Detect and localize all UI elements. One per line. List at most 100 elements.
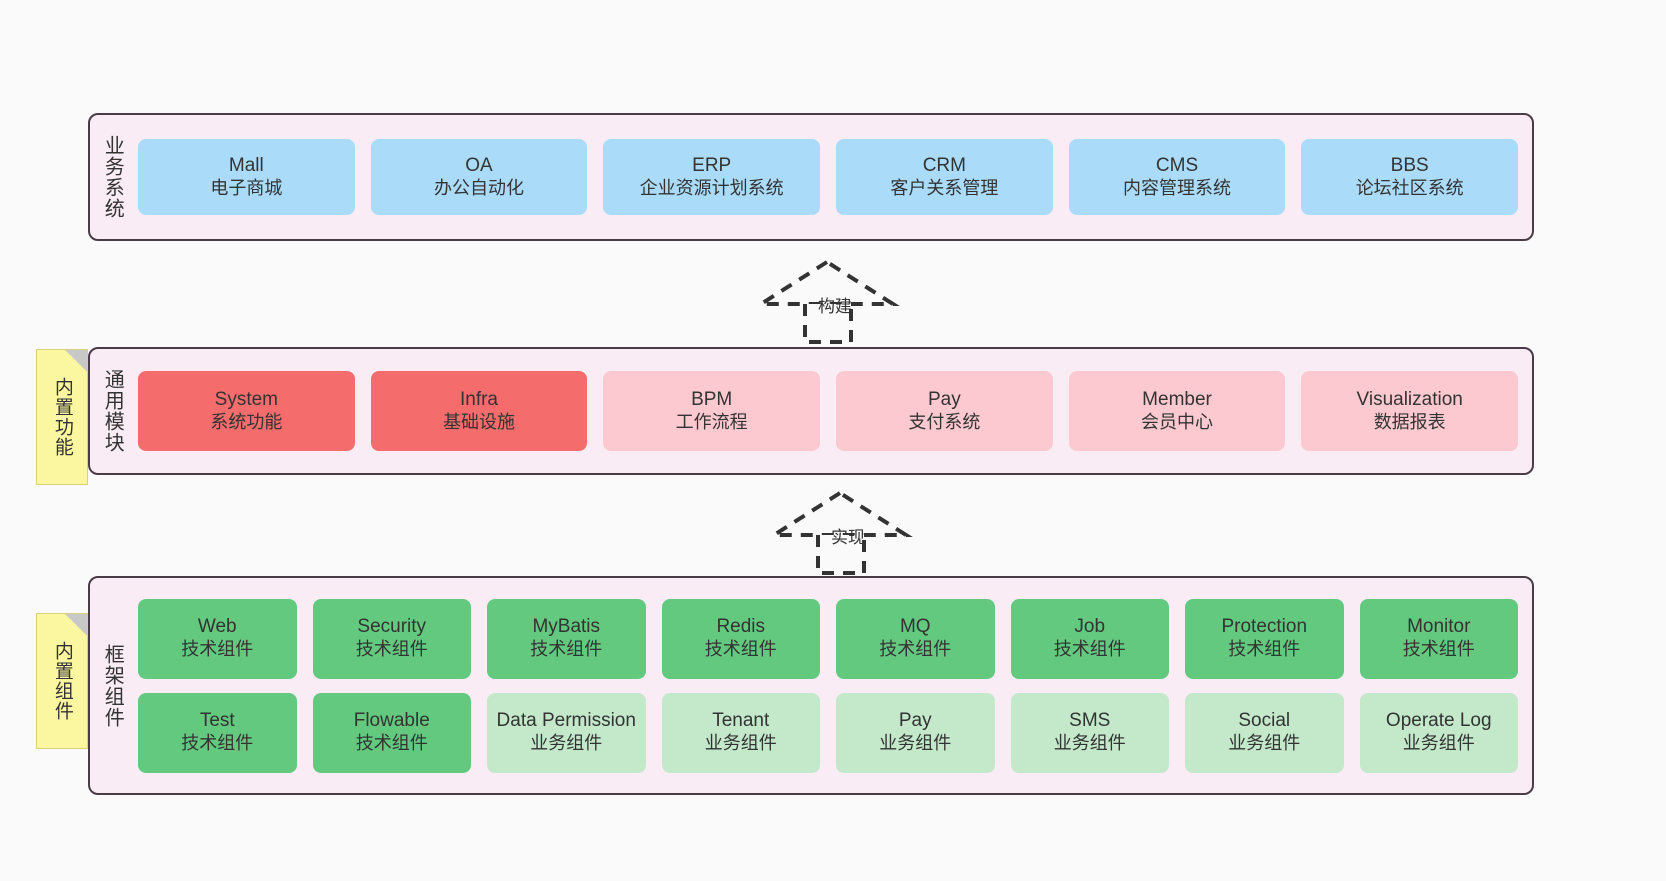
- arrow-implement-glyph: [767, 490, 913, 575]
- box-title: Data Permission: [496, 710, 636, 732]
- box-subtitle: 技术组件: [355, 639, 428, 660]
- box-subtitle: 客户关系管理: [890, 177, 999, 198]
- box-subtitle: 业务组件: [704, 733, 777, 754]
- box-title: Security: [357, 616, 427, 638]
- box-subtitle: 企业资源计划系统: [639, 177, 784, 198]
- box-title: OA: [465, 154, 493, 176]
- box-subtitle: 技术组件: [1228, 639, 1301, 660]
- box-title: Web: [197, 616, 237, 638]
- box-title: Tenant: [712, 710, 770, 732]
- box-title: Protection: [1221, 616, 1308, 638]
- box-flowable[interactable]: Flowable 技术组件: [312, 692, 471, 773]
- box-security[interactable]: Security 技术组件: [312, 598, 471, 679]
- box-subtitle: 工作流程: [675, 411, 748, 432]
- box-mall[interactable]: Mall 电子商城: [138, 139, 355, 215]
- box-subtitle: 内容管理系统: [1123, 177, 1232, 198]
- note-fold-corner-icon: [65, 350, 87, 372]
- layer-body-business-systems: Mall 电子商城 OA 办公自动化 ERP 企业资源计划系统 CRM 客户关系…: [134, 115, 1532, 239]
- box-title: Pay: [927, 388, 961, 410]
- box-title: System: [214, 388, 279, 410]
- box-title: Job: [1074, 616, 1106, 638]
- arrow-build-glyph: [754, 259, 900, 344]
- box-subtitle: 论坛社区系统: [1355, 177, 1464, 198]
- box-title: Test: [199, 710, 235, 732]
- box-title: MyBatis: [532, 616, 601, 638]
- layer-title-common-modules: 通用模块: [101, 369, 124, 453]
- note-builtin-components: 内置组件: [36, 613, 88, 749]
- arrow-implement-label: 实现: [831, 528, 865, 547]
- note-label: 内置功能: [51, 377, 73, 457]
- box-subtitle: 业务组件: [879, 733, 952, 754]
- box-sms[interactable]: SMS 业务组件: [1010, 692, 1169, 773]
- box-system[interactable]: System 系统功能: [138, 371, 355, 451]
- box-operate-log[interactable]: Operate Log 业务组件: [1359, 692, 1518, 773]
- box-title: Visualization: [1356, 388, 1463, 410]
- box-title: BBS: [1390, 154, 1429, 176]
- box-title: Monitor: [1407, 616, 1471, 638]
- box-title: Flowable: [353, 710, 430, 732]
- box-title: CRM: [922, 154, 966, 176]
- box-pay-business[interactable]: Pay 业务组件: [836, 692, 995, 773]
- box-title: Infra: [459, 388, 499, 410]
- box-subtitle: 技术组件: [530, 639, 603, 660]
- box-protection[interactable]: Protection 技术组件: [1185, 598, 1344, 679]
- box-subtitle: 技术组件: [704, 639, 777, 660]
- box-subtitle: 业务组件: [1402, 733, 1475, 754]
- box-subtitle: 系统功能: [210, 411, 283, 432]
- box-subtitle: 电子商城: [210, 177, 283, 198]
- box-test[interactable]: Test 技术组件: [138, 692, 297, 773]
- box-crm[interactable]: CRM 客户关系管理: [836, 139, 1053, 215]
- box-cms[interactable]: CMS 内容管理系统: [1068, 139, 1286, 215]
- box-subtitle: 业务组件: [1053, 733, 1126, 754]
- layer-title-business-systems: 业务系统: [101, 135, 124, 219]
- layer-row: Test 技术组件 Flowable 技术组件 Data Permission …: [138, 692, 1518, 773]
- box-subtitle: 技术组件: [1053, 639, 1126, 660]
- box-mybatis[interactable]: MyBatis 技术组件: [487, 598, 646, 679]
- note-fold-corner-icon: [65, 614, 87, 636]
- layer-common-modules: 通用模块 System 系统功能 Infra 基础设施 BPM 工作流程 Pay…: [88, 347, 1534, 475]
- box-subtitle: 技术组件: [181, 733, 254, 754]
- layer-body-common-modules: System 系统功能 Infra 基础设施 BPM 工作流程 Pay 支付系统…: [134, 349, 1532, 473]
- layer-row: Web 技术组件 Security 技术组件 MyBatis 技术组件 Redi…: [138, 598, 1518, 679]
- box-job[interactable]: Job 技术组件: [1010, 598, 1169, 679]
- box-monitor[interactable]: Monitor 技术组件: [1359, 598, 1518, 679]
- box-title: Mall: [228, 154, 264, 176]
- arrow-implement: 实现: [767, 487, 918, 575]
- box-oa[interactable]: OA 办公自动化: [370, 139, 588, 215]
- box-subtitle: 业务组件: [1228, 733, 1301, 754]
- box-tenant[interactable]: Tenant 业务组件: [661, 692, 820, 773]
- box-data-permission[interactable]: Data Permission 业务组件: [487, 692, 646, 773]
- box-subtitle: 数据报表: [1373, 411, 1446, 432]
- box-title: ERP: [692, 154, 732, 176]
- layer-row: System 系统功能 Infra 基础设施 BPM 工作流程 Pay 支付系统…: [138, 371, 1519, 451]
- box-subtitle: 会员中心: [1141, 411, 1214, 432]
- note-label: 内置组件: [51, 641, 73, 721]
- box-erp[interactable]: ERP 企业资源计划系统: [603, 139, 821, 215]
- box-mq[interactable]: MQ 技术组件: [836, 598, 995, 679]
- layer-title-framework-components: 框架组件: [101, 643, 124, 728]
- layer-row: Mall 电子商城 OA 办公自动化 ERP 企业资源计划系统 CRM 客户关系…: [138, 139, 1519, 215]
- layer-framework-components: 框架组件 Web 技术组件 Security 技术组件 MyBatis 技术组件…: [88, 576, 1534, 795]
- box-visualization[interactable]: Visualization 数据报表: [1301, 371, 1519, 451]
- box-web[interactable]: Web 技术组件: [138, 598, 297, 679]
- arrow-build: 构建: [754, 256, 905, 344]
- box-title: SMS: [1069, 710, 1111, 732]
- box-bbs[interactable]: BBS 论坛社区系统: [1301, 139, 1519, 215]
- box-member[interactable]: Member 会员中心: [1068, 371, 1286, 451]
- box-subtitle: 支付系统: [908, 411, 981, 432]
- box-bpm[interactable]: BPM 工作流程: [603, 371, 821, 451]
- box-subtitle: 技术组件: [181, 639, 254, 660]
- box-pay[interactable]: Pay 支付系统: [836, 371, 1053, 451]
- box-infra[interactable]: Infra 基础设施: [370, 371, 588, 451]
- box-subtitle: 技术组件: [1402, 639, 1475, 660]
- box-title: Member: [1142, 388, 1212, 410]
- box-title: Pay: [898, 710, 932, 732]
- box-subtitle: 技术组件: [879, 639, 952, 660]
- box-redis[interactable]: Redis 技术组件: [661, 598, 820, 679]
- layer-business-systems: 业务系统 Mall 电子商城 OA 办公自动化 ERP 企业资源计划系统 CRM…: [88, 113, 1534, 241]
- box-title: MQ: [899, 616, 931, 638]
- box-social[interactable]: Social 业务组件: [1185, 692, 1344, 773]
- layer-body-framework-components: Web 技术组件 Security 技术组件 MyBatis 技术组件 Redi…: [134, 578, 1532, 793]
- box-title: CMS: [1155, 154, 1199, 176]
